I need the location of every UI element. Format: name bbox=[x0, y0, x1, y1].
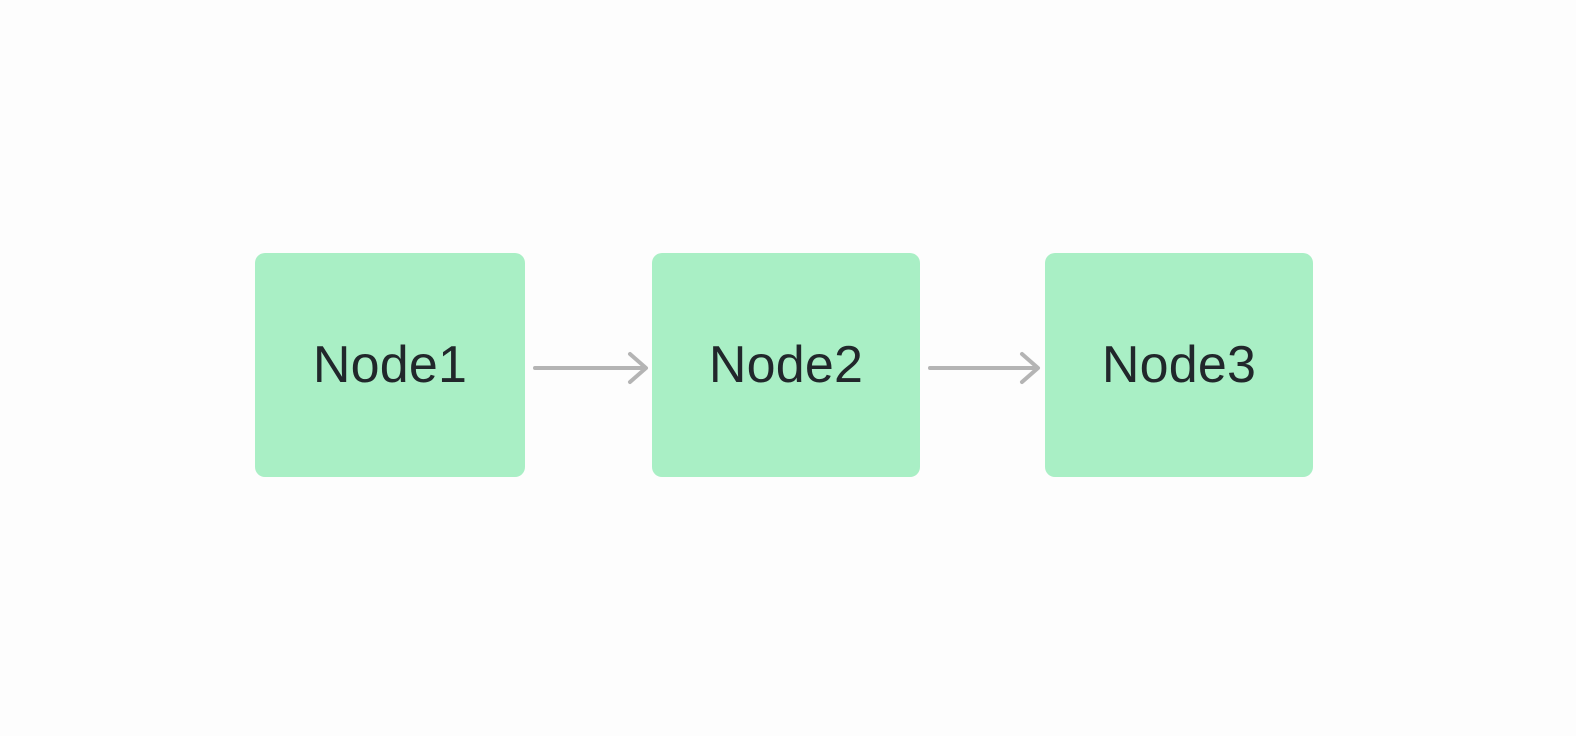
flow-node-label: Node1 bbox=[312, 336, 468, 394]
flow-node-node2[interactable]: Node2 bbox=[652, 253, 920, 477]
flow-node-label: Node2 bbox=[708, 336, 864, 394]
flow-node-label: Node3 bbox=[1101, 336, 1257, 394]
flow-edge-node1-to-node2[interactable] bbox=[521, 352, 660, 384]
flow-edge-node2-to-node3[interactable] bbox=[916, 352, 1052, 384]
flow-node-node1[interactable]: Node1 bbox=[255, 253, 525, 477]
flow-node-node3[interactable]: Node3 bbox=[1045, 253, 1313, 477]
arrowhead-icon bbox=[1020, 352, 1040, 384]
arrowhead-icon bbox=[628, 352, 648, 384]
